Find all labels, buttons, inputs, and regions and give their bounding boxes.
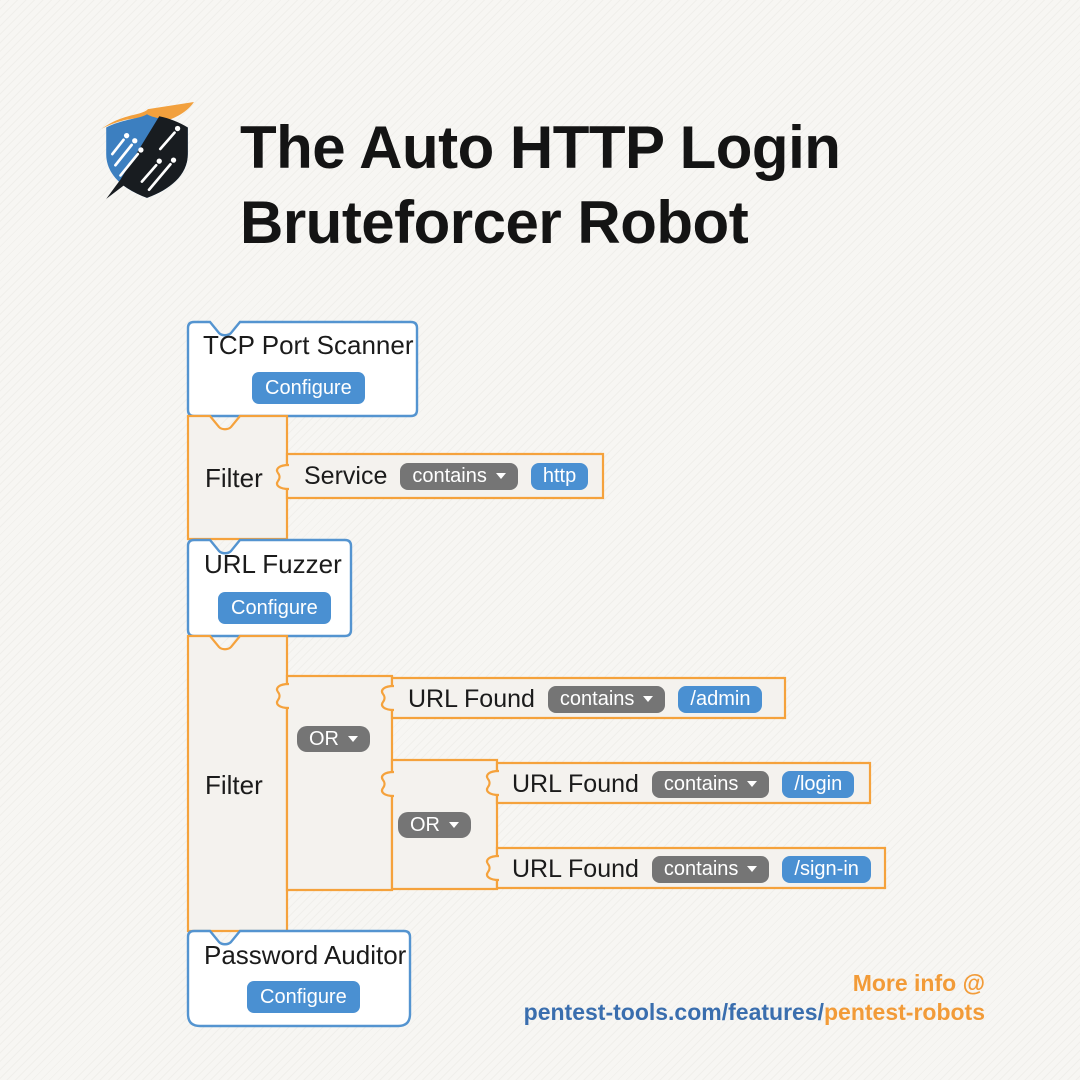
chevron-down-icon: [747, 781, 758, 787]
url-found-signin-operator-value: contains: [663, 857, 739, 880]
url-found-login-value-chip[interactable]: /login: [782, 770, 855, 798]
page-title: The Auto HTTP Login Bruteforcer Robot: [240, 110, 841, 260]
url-found-admin-condition-row: URL Found contains /admin: [408, 681, 763, 717]
feature-url-path: pentest-robots: [824, 999, 985, 1025]
or-inner-operator-dropdown[interactable]: OR: [398, 812, 471, 838]
service-condition-row: Service contains http: [304, 458, 589, 494]
url-found-login-condition-row: URL Found contains /login: [512, 766, 855, 802]
url-fuzzer-configure-button[interactable]: Configure: [218, 592, 331, 624]
service-value-chip[interactable]: http: [530, 462, 589, 490]
service-operator-dropdown[interactable]: contains: [400, 462, 518, 490]
service-field-label: Service: [304, 461, 388, 490]
puzzle-tab-icon: [275, 682, 290, 710]
password-auditor-label: Password Auditor: [204, 940, 407, 970]
url-found-signin-value-text: /sign-in: [794, 857, 859, 880]
url-found-signin-condition-row: URL Found contains /sign-in: [512, 851, 871, 887]
url-found-admin-value-chip[interactable]: /admin: [678, 685, 763, 713]
page-title-line1: The Auto HTTP Login: [240, 114, 841, 181]
or-outer-operator-value: OR: [309, 727, 339, 750]
puzzle-tab-icon: [275, 463, 290, 491]
url-fuzzer-label: URL Fuzzer: [204, 549, 342, 579]
feature-url[interactable]: pentest-tools.com/features/pentest-robot…: [498, 999, 985, 1026]
or-outer-operator-dropdown[interactable]: OR: [297, 726, 370, 752]
page-title-line2: Bruteforcer Robot: [240, 189, 749, 256]
password-auditor-configure-button[interactable]: Configure: [247, 981, 360, 1013]
filter1-label: Filter: [205, 463, 263, 493]
url-found-field-label: URL Found: [512, 854, 639, 883]
or-inner-operator-value: OR: [410, 813, 440, 836]
url-found-signin-operator-dropdown[interactable]: contains: [651, 855, 770, 883]
url-found-field-label: URL Found: [512, 769, 639, 798]
tcp-port-scanner-configure-button[interactable]: Configure: [252, 372, 365, 404]
chevron-down-icon: [348, 736, 358, 742]
chevron-down-icon: [643, 696, 654, 702]
puzzle-tab-icon: [380, 684, 395, 712]
chevron-down-icon: [747, 866, 758, 872]
more-info-text: More info @: [852, 970, 985, 996]
filter2-label: Filter: [205, 770, 263, 800]
feature-url-base: pentest-tools.com/features/: [523, 999, 824, 1025]
chevron-down-icon: [495, 473, 506, 479]
chevron-down-icon: [449, 822, 459, 828]
url-found-login-operator-dropdown[interactable]: contains: [651, 770, 770, 798]
url-found-admin-operator-value: contains: [559, 687, 635, 710]
or-outer-block-shape[interactable]: [285, 674, 394, 892]
url-found-login-operator-value: contains: [663, 772, 739, 795]
url-found-admin-operator-dropdown[interactable]: contains: [547, 685, 666, 713]
url-found-login-value-text: /login: [794, 772, 843, 795]
service-operator-value: contains: [412, 464, 487, 487]
url-found-field-label: URL Found: [408, 684, 535, 713]
filter1-block-shape[interactable]: [186, 414, 289, 541]
tcp-port-scanner-label: TCP Port Scanner: [203, 330, 414, 360]
url-found-signin-value-chip[interactable]: /sign-in: [782, 855, 871, 883]
pentest-tools-shield-logo-icon: [102, 102, 194, 199]
puzzle-tab-icon: [485, 769, 500, 797]
service-value-text: http: [542, 464, 577, 487]
puzzle-tab-icon: [380, 770, 395, 798]
url-found-admin-value-text: /admin: [690, 687, 751, 710]
puzzle-tab-icon: [485, 854, 500, 882]
